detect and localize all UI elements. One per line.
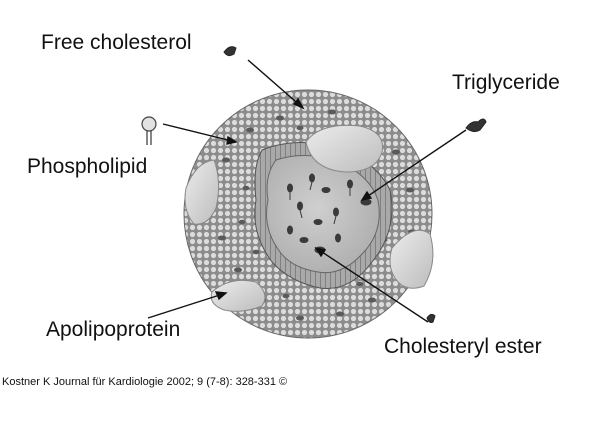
triglyceride-molecule-icon bbox=[465, 118, 487, 133]
pointer-arrows bbox=[147, 59, 467, 323]
apoprotein-right bbox=[389, 229, 434, 289]
apoprotein-top bbox=[305, 124, 384, 173]
label-phospholipid: Phospholipid bbox=[27, 155, 148, 178]
arrow-triglyceride bbox=[361, 129, 467, 201]
free-cholesterol-molecule-icon bbox=[223, 46, 237, 57]
source-credit: Kostner K Journal für Kardiologie 2002; … bbox=[2, 376, 288, 388]
apoprotein-bottom bbox=[210, 279, 266, 312]
apolipoproteins bbox=[184, 124, 434, 312]
arrow-cholesteryl-ester bbox=[315, 247, 429, 323]
arrow-phospholipid bbox=[162, 123, 237, 143]
label-triglyceride: Triglyceride bbox=[452, 71, 560, 94]
label-cholesteryl-ester: Cholesteryl ester bbox=[384, 335, 542, 358]
label-free-cholesterol: Free cholesterol bbox=[41, 31, 192, 54]
lipoprotein-particle bbox=[183, 89, 434, 339]
arrow-free-cholesterol bbox=[247, 59, 304, 109]
phospholipid-molecule-icon bbox=[141, 116, 157, 145]
apoprotein-left bbox=[184, 159, 220, 225]
arrow-apolipoprotein bbox=[147, 292, 227, 319]
label-apolipoprotein: Apolipoprotein bbox=[46, 318, 181, 341]
cholesteryl-ester-molecule-icon bbox=[426, 313, 436, 323]
